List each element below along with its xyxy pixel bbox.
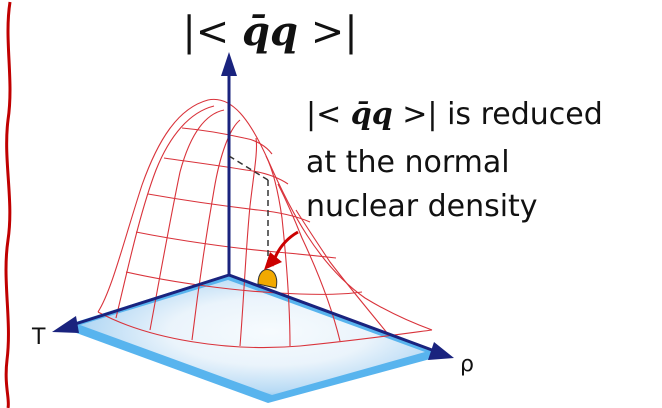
- rho-axis: [228, 273, 433, 352]
- annotation-line-1-prefix: |<: [306, 97, 341, 132]
- axis-title-close: >|: [311, 9, 358, 55]
- surface-mesh: [97, 98, 433, 349]
- annotation-line-1-suffix: >| is reduced: [402, 97, 602, 132]
- rho-axis-label: ρ: [460, 352, 474, 377]
- t-axis-arrowhead: [52, 316, 79, 333]
- axis-title-symbol: q̄q: [242, 8, 298, 55]
- vertical-axis-arrowhead: [221, 52, 237, 76]
- t-axis: [71, 273, 230, 327]
- annotation-line-1: |< q̄q >| is reduced: [306, 97, 603, 132]
- annotation-arrowhead: [264, 252, 282, 270]
- annotation-line-1-symbol: q̄q: [351, 97, 393, 132]
- axis-title-open: |<: [182, 9, 229, 55]
- base-plane-glow: [80, 280, 425, 395]
- annotation-line-2: at the normal: [306, 145, 510, 180]
- annotation-line-3: nuclear density: [306, 189, 538, 224]
- left-border: [4, 1, 12, 408]
- vertical-axis-title: |< q̄q >|: [182, 8, 357, 55]
- rho-axis-arrowhead: [428, 342, 454, 360]
- density-marker-icon: [257, 269, 278, 289]
- t-axis-label: T: [31, 325, 46, 350]
